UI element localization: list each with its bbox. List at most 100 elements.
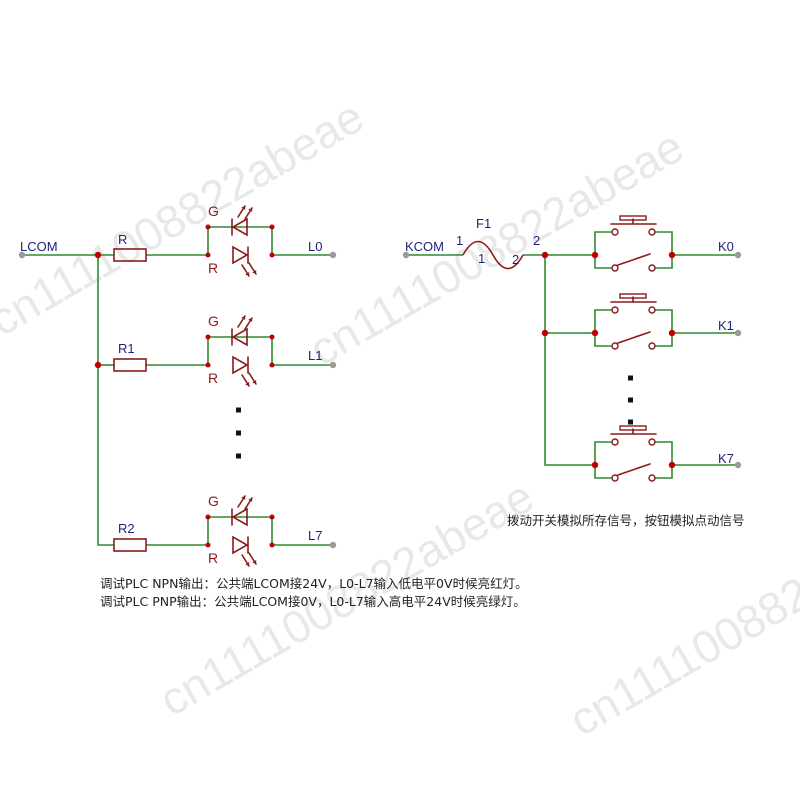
led-red-icon-1 — [232, 355, 257, 387]
switch-frame-wire-2 — [655, 441, 673, 465]
fuse-pin-1-bottom: 1 — [478, 251, 485, 266]
led-triangle — [231, 327, 248, 347]
junction-dot — [668, 251, 676, 259]
switch-group-icon-2 — [610, 425, 657, 482]
switch-frame-wire-0 — [655, 255, 673, 269]
light-arrow-head — [245, 272, 250, 276]
led-top-label-2: G — [208, 493, 219, 509]
led-pin — [269, 334, 275, 340]
output-label-l0: L0 — [308, 239, 322, 254]
resistor-label-0: R — [118, 232, 127, 247]
junction-layer — [18, 224, 742, 549]
ellipsis-dot — [236, 430, 241, 436]
led-pin — [269, 542, 275, 548]
led-bottom-label-1: R — [208, 370, 218, 386]
pnp-note: 调试PLC PNP输出：公共端LCOM接0V，L0-L7输入高电平24V时候亮绿… — [100, 594, 526, 609]
left-bus-wire — [97, 255, 114, 546]
switch-frame-wire-2 — [594, 441, 612, 465]
led-pin — [205, 252, 211, 258]
right-bus-wire — [544, 255, 595, 466]
light-arrow-head — [241, 206, 246, 210]
light-arrow-head — [248, 318, 253, 322]
switch-lever — [617, 331, 651, 344]
junction-dot — [541, 251, 549, 259]
k-output-terminal-2 — [734, 461, 742, 469]
fuse-pin-2-bottom: 2 — [512, 252, 519, 267]
switch-contact — [611, 474, 619, 482]
resistor-label-2: R2 — [118, 521, 135, 536]
ellipsis-dot — [628, 419, 633, 425]
kcom-label: KCOM — [405, 239, 444, 254]
junction-dot — [94, 251, 102, 259]
led-red-icon-2 — [232, 535, 257, 567]
led-bottom-label-2: R — [208, 550, 218, 566]
switch-frame-wire-0 — [594, 231, 612, 255]
light-arrow-head — [252, 560, 257, 564]
switch-lever — [617, 463, 651, 476]
led-green-icon-2 — [231, 495, 253, 527]
junction-dot — [541, 329, 549, 337]
output-terminal-0 — [329, 251, 337, 259]
button-contact — [611, 306, 619, 314]
k-output-terminal-0 — [734, 251, 742, 259]
led-bracket-wire-0 — [207, 226, 273, 255]
output-label-l7: L7 — [308, 528, 322, 543]
led-bottom-label-0: R — [208, 260, 218, 276]
led-pin — [269, 514, 275, 520]
led-green-icon-1 — [231, 315, 253, 347]
junction-dot — [591, 329, 599, 337]
resistor-body — [113, 358, 147, 372]
led-bracket-wire-2 — [207, 516, 273, 545]
component-layer — [113, 205, 657, 567]
light-arrow-head — [248, 208, 253, 212]
output-label-k7: K7 — [718, 451, 734, 466]
output-terminal-1 — [329, 361, 337, 369]
resistor-icon-2 — [113, 538, 147, 552]
led-triangle — [232, 535, 249, 555]
led-triangle — [231, 507, 248, 527]
junction-dot — [591, 461, 599, 469]
switch-frame-wire-2 — [594, 465, 612, 479]
npn-note: 调试PLC NPN输出：公共端LCOM接24V，L0-L7输入低电平0V时候亮红… — [100, 576, 528, 591]
switch-frame-wire-1 — [655, 333, 673, 347]
switch-group-icon-1 — [610, 293, 657, 350]
light-arrow-head — [245, 562, 250, 566]
lcom-label: LCOM — [20, 239, 58, 254]
led-triangle — [232, 245, 249, 265]
ellipsis-dot — [628, 397, 633, 403]
led-pin — [205, 362, 211, 368]
led-top-label-1: G — [208, 313, 219, 329]
resistor-body — [113, 248, 147, 262]
lcom-terminal — [18, 251, 26, 259]
output-label-k1: K1 — [718, 318, 734, 333]
fuse-label: F1 — [476, 216, 491, 231]
junction-dot — [94, 361, 102, 369]
light-arrow-head — [245, 382, 250, 386]
k-output-terminal-1 — [734, 329, 742, 337]
led-pin — [269, 252, 275, 258]
output-label-l1: L1 — [308, 348, 322, 363]
button-cap — [619, 293, 647, 299]
button-contact — [648, 228, 656, 236]
label-layer: LCOM R R1 R2 G R G R G R L0 L1 L7 KCOM F… — [20, 203, 745, 609]
junction-dot — [668, 329, 676, 337]
fuse-body — [462, 240, 524, 270]
led-triangle — [231, 217, 248, 237]
led-green-icon-0 — [231, 205, 253, 237]
led-pin — [205, 224, 211, 230]
output-terminal-2 — [329, 541, 337, 549]
switch-contact — [648, 474, 656, 482]
switch-contact — [648, 342, 656, 350]
button-contact — [611, 228, 619, 236]
switch-frame-wire-0 — [594, 255, 612, 269]
output-label-k0: K0 — [718, 239, 734, 254]
light-arrow-head — [252, 270, 257, 274]
resistor-label-1: R1 — [118, 341, 135, 356]
light-arrow-head — [241, 496, 246, 500]
switch-frame-wire-1 — [655, 309, 673, 333]
switch-note: 拨动开关模拟所存信号，按钮模拟点动信号 — [507, 513, 745, 528]
fuse-pin-2-top: 2 — [533, 233, 540, 248]
resistor-icon-0 — [113, 248, 147, 262]
led-pin — [269, 362, 275, 368]
led-pin — [205, 542, 211, 548]
